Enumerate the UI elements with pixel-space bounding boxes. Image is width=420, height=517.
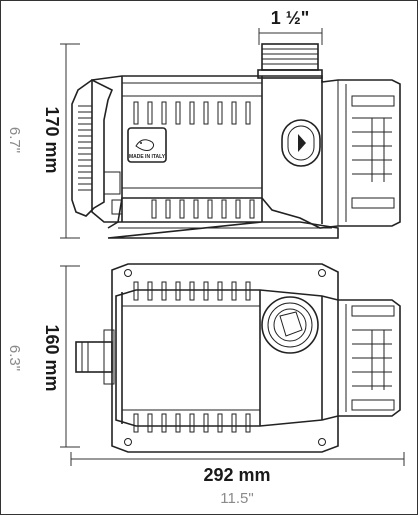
outlet-port (261, 296, 319, 354)
outlet-fitting (257, 43, 323, 79)
side-height-in-label: 6.7" (6, 127, 23, 153)
length-dimension (70, 452, 405, 466)
lower-vents (151, 199, 255, 219)
top-height-mm-label: 160 mm (42, 324, 62, 391)
made-in-italy-badge: MADE IN ITALY (127, 127, 167, 163)
badge-text: MADE IN ITALY (129, 154, 166, 160)
top-height-dimension (60, 265, 80, 448)
top-upper-vents (133, 281, 251, 301)
top-lower-vents (133, 413, 251, 433)
side-view: MADE IN ITALY (71, 43, 401, 239)
front-grill (78, 105, 92, 191)
top-view (75, 263, 401, 453)
top-height-in-label: 6.3" (6, 345, 23, 371)
rear-cage (351, 95, 395, 209)
intake-nozzle (75, 329, 115, 385)
top-rear-cage (351, 305, 395, 411)
upper-vents (133, 101, 251, 125)
side-height-dimension (60, 43, 80, 239)
control-knob (281, 119, 321, 167)
side-height-mm-label: 170 mm (42, 106, 62, 173)
length-in-label: 11.5" (220, 490, 253, 507)
length-mm-label: 292 mm (203, 465, 270, 485)
fitting-size-label: 1 ½" (271, 8, 310, 28)
fitting-dimension (258, 28, 323, 45)
